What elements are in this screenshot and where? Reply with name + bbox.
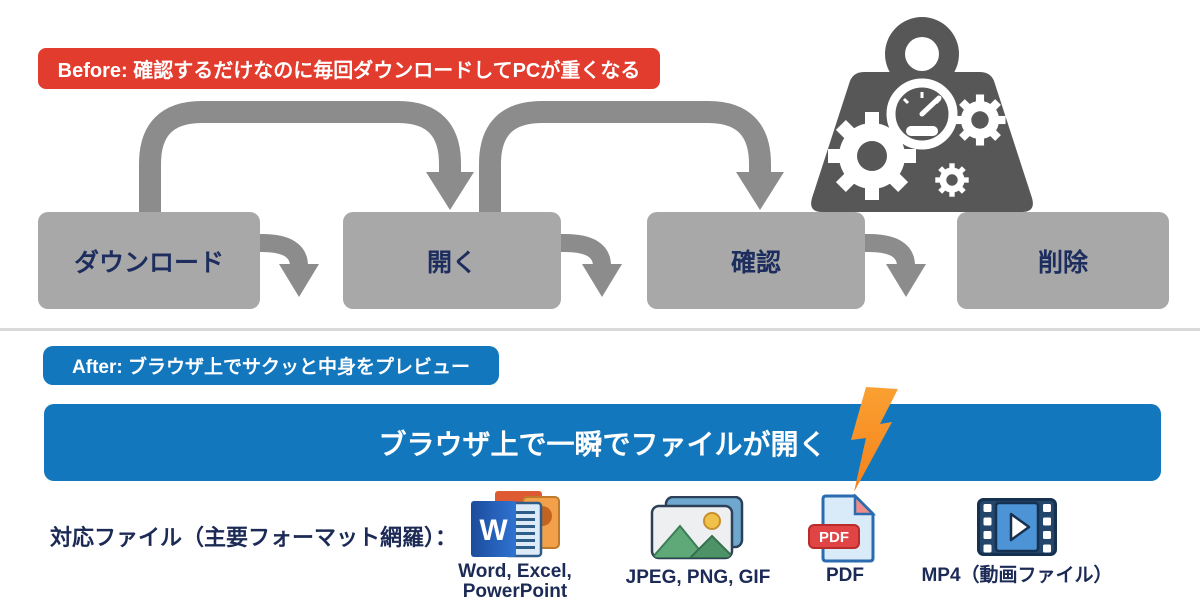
step-label: 削除 [1037,248,1088,277]
speedometer-icon [886,78,958,150]
before-banner-label: Before: 確認するだけなのに毎回ダウンロードしてPCが重くなる [57,60,641,82]
play-icon [1009,512,1031,542]
heavy-weight-icon [811,17,1033,212]
section-divider [0,328,1200,331]
highlight-label: ブラウザ上で一瞬でファイルが開く [378,428,827,460]
office-documents-icon: W [471,491,560,558]
lightning-bolt-icon [851,387,898,492]
word-monogram: W [479,514,508,547]
image-file-icon [650,496,744,560]
format-item-video: MP4（動画ファイル） [921,498,1113,586]
format-item-pdf: PDF PDF [797,494,893,586]
step-box-download: ダウンロード [38,212,260,309]
step-box-check: 確認 [647,212,865,309]
arc-arrowhead-2 [736,172,784,210]
pdf-badge-label: PDF [819,529,849,546]
video-file-icon [977,498,1057,556]
video-caption: MP4（動画ファイル） [921,565,1113,586]
step-box-open: 開く [343,212,561,309]
after-banner-label: After: ブラウザ上でサクッと中身をプレビュー [72,357,470,378]
format-item-office: W Word, Excel, PowerPoint [452,490,578,602]
formats-label: 対応ファイル（主要フォーマット網羅）： [50,525,458,550]
hook-arrow-3 [857,234,926,297]
office-caption-line2: PowerPoint [462,581,568,602]
step-label: 開く [426,248,477,277]
word-page: W [471,501,516,557]
pdf-badge [808,524,860,549]
step-label: ダウンロード [73,248,224,277]
office-caption-line1: Word, Excel, [458,561,572,582]
flow-arrows [139,101,926,297]
step-label: 確認 [730,248,781,277]
step-box-delete: 削除 [957,212,1169,309]
arc-arrow-2 [479,101,771,214]
format-item-image: JPEG, PNG, GIF [626,496,770,588]
before-banner: Before: 確認するだけなのに毎回ダウンロードしてPCが重くなる [38,48,660,89]
pdf-caption: PDF [826,565,864,586]
arc-arrow-1 [139,101,461,214]
image-caption: JPEG, PNG, GIF [625,567,771,588]
sun-icon [703,512,721,530]
highlight-bar: ブラウザ上で一瞬でファイルが開く [44,404,1161,481]
after-banner: After: ブラウザ上でサクッと中身をプレビュー [43,346,499,385]
arc-arrowhead-1 [426,172,474,210]
hook-arrow-1 [250,234,319,297]
film-sprocket-holes [983,504,1051,553]
hook-arrow-2 [553,234,622,297]
pdf-page-fold [853,494,877,516]
weight-handle-hole [905,37,939,71]
office-caption: Word, Excel, PowerPoint [458,562,572,602]
mountains [652,524,732,558]
pdf-file-icon: PDF [808,494,877,563]
